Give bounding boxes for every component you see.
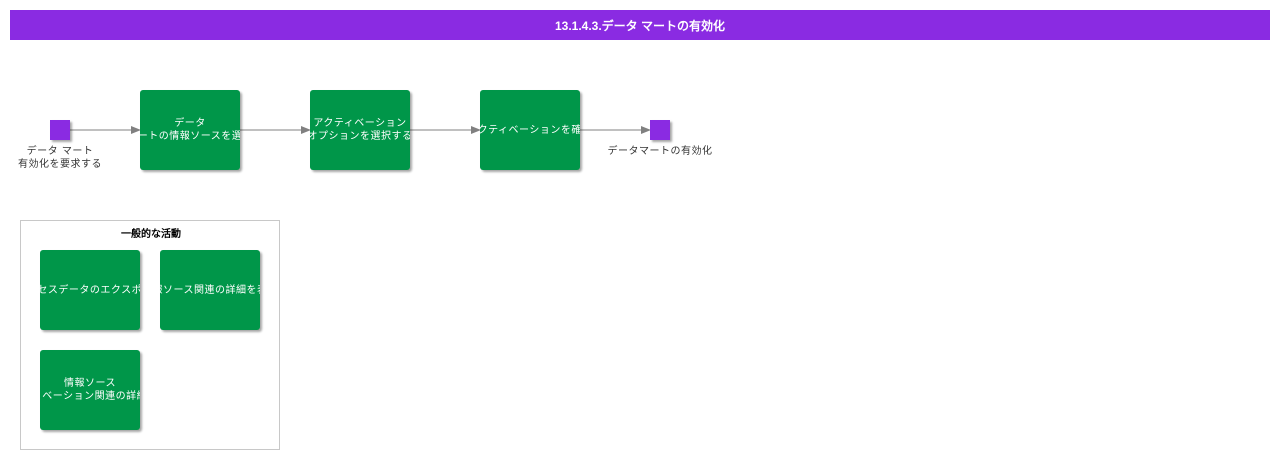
activity-label: 情報ソース アクティベーション関連の詳細を表示 [40,378,140,402]
activity-confirm-activation[interactable]: アクティベーションを確認 [480,90,580,170]
activity-label: アクティベーションを確認 [480,124,580,136]
activity-select-info-source[interactable]: データ マートの情報ソースを選択 [140,90,240,170]
activity-view-info-source-details[interactable]: 情報ソース関連の詳細を表示 [160,250,260,330]
start-event-label: データ マート 有効化を要求する [18,146,102,170]
activity-select-activation-option[interactable]: アクティベーション オプションを選択する [310,90,410,170]
activity-label: 情報ソース関連の詳細を表示 [160,284,260,296]
activity-label: アクセスデータのエクスポート [40,284,140,296]
activity-label: データ マートの情報ソースを選択 [140,118,240,142]
group-title: 一般的な活動 [121,229,181,240]
activity-export-access-data[interactable]: アクセスデータのエクスポート [40,250,140,330]
activity-label: アクティベーション オプションを選択する [310,118,410,142]
diagram-title: 13.1.4.3.データ マートの有効化 [554,18,726,33]
common-activities-group: 一般的な活動 [20,220,280,450]
start-event-node[interactable] [50,120,70,140]
end-event-label: データマートの有効化 [607,146,713,157]
diagram-title-bar: 13.1.4.3.データ マートの有効化 [10,10,1270,40]
end-event-node[interactable] [650,120,670,140]
activity-view-activation-details[interactable]: 情報ソース アクティベーション関連の詳細を表示 [40,350,140,430]
